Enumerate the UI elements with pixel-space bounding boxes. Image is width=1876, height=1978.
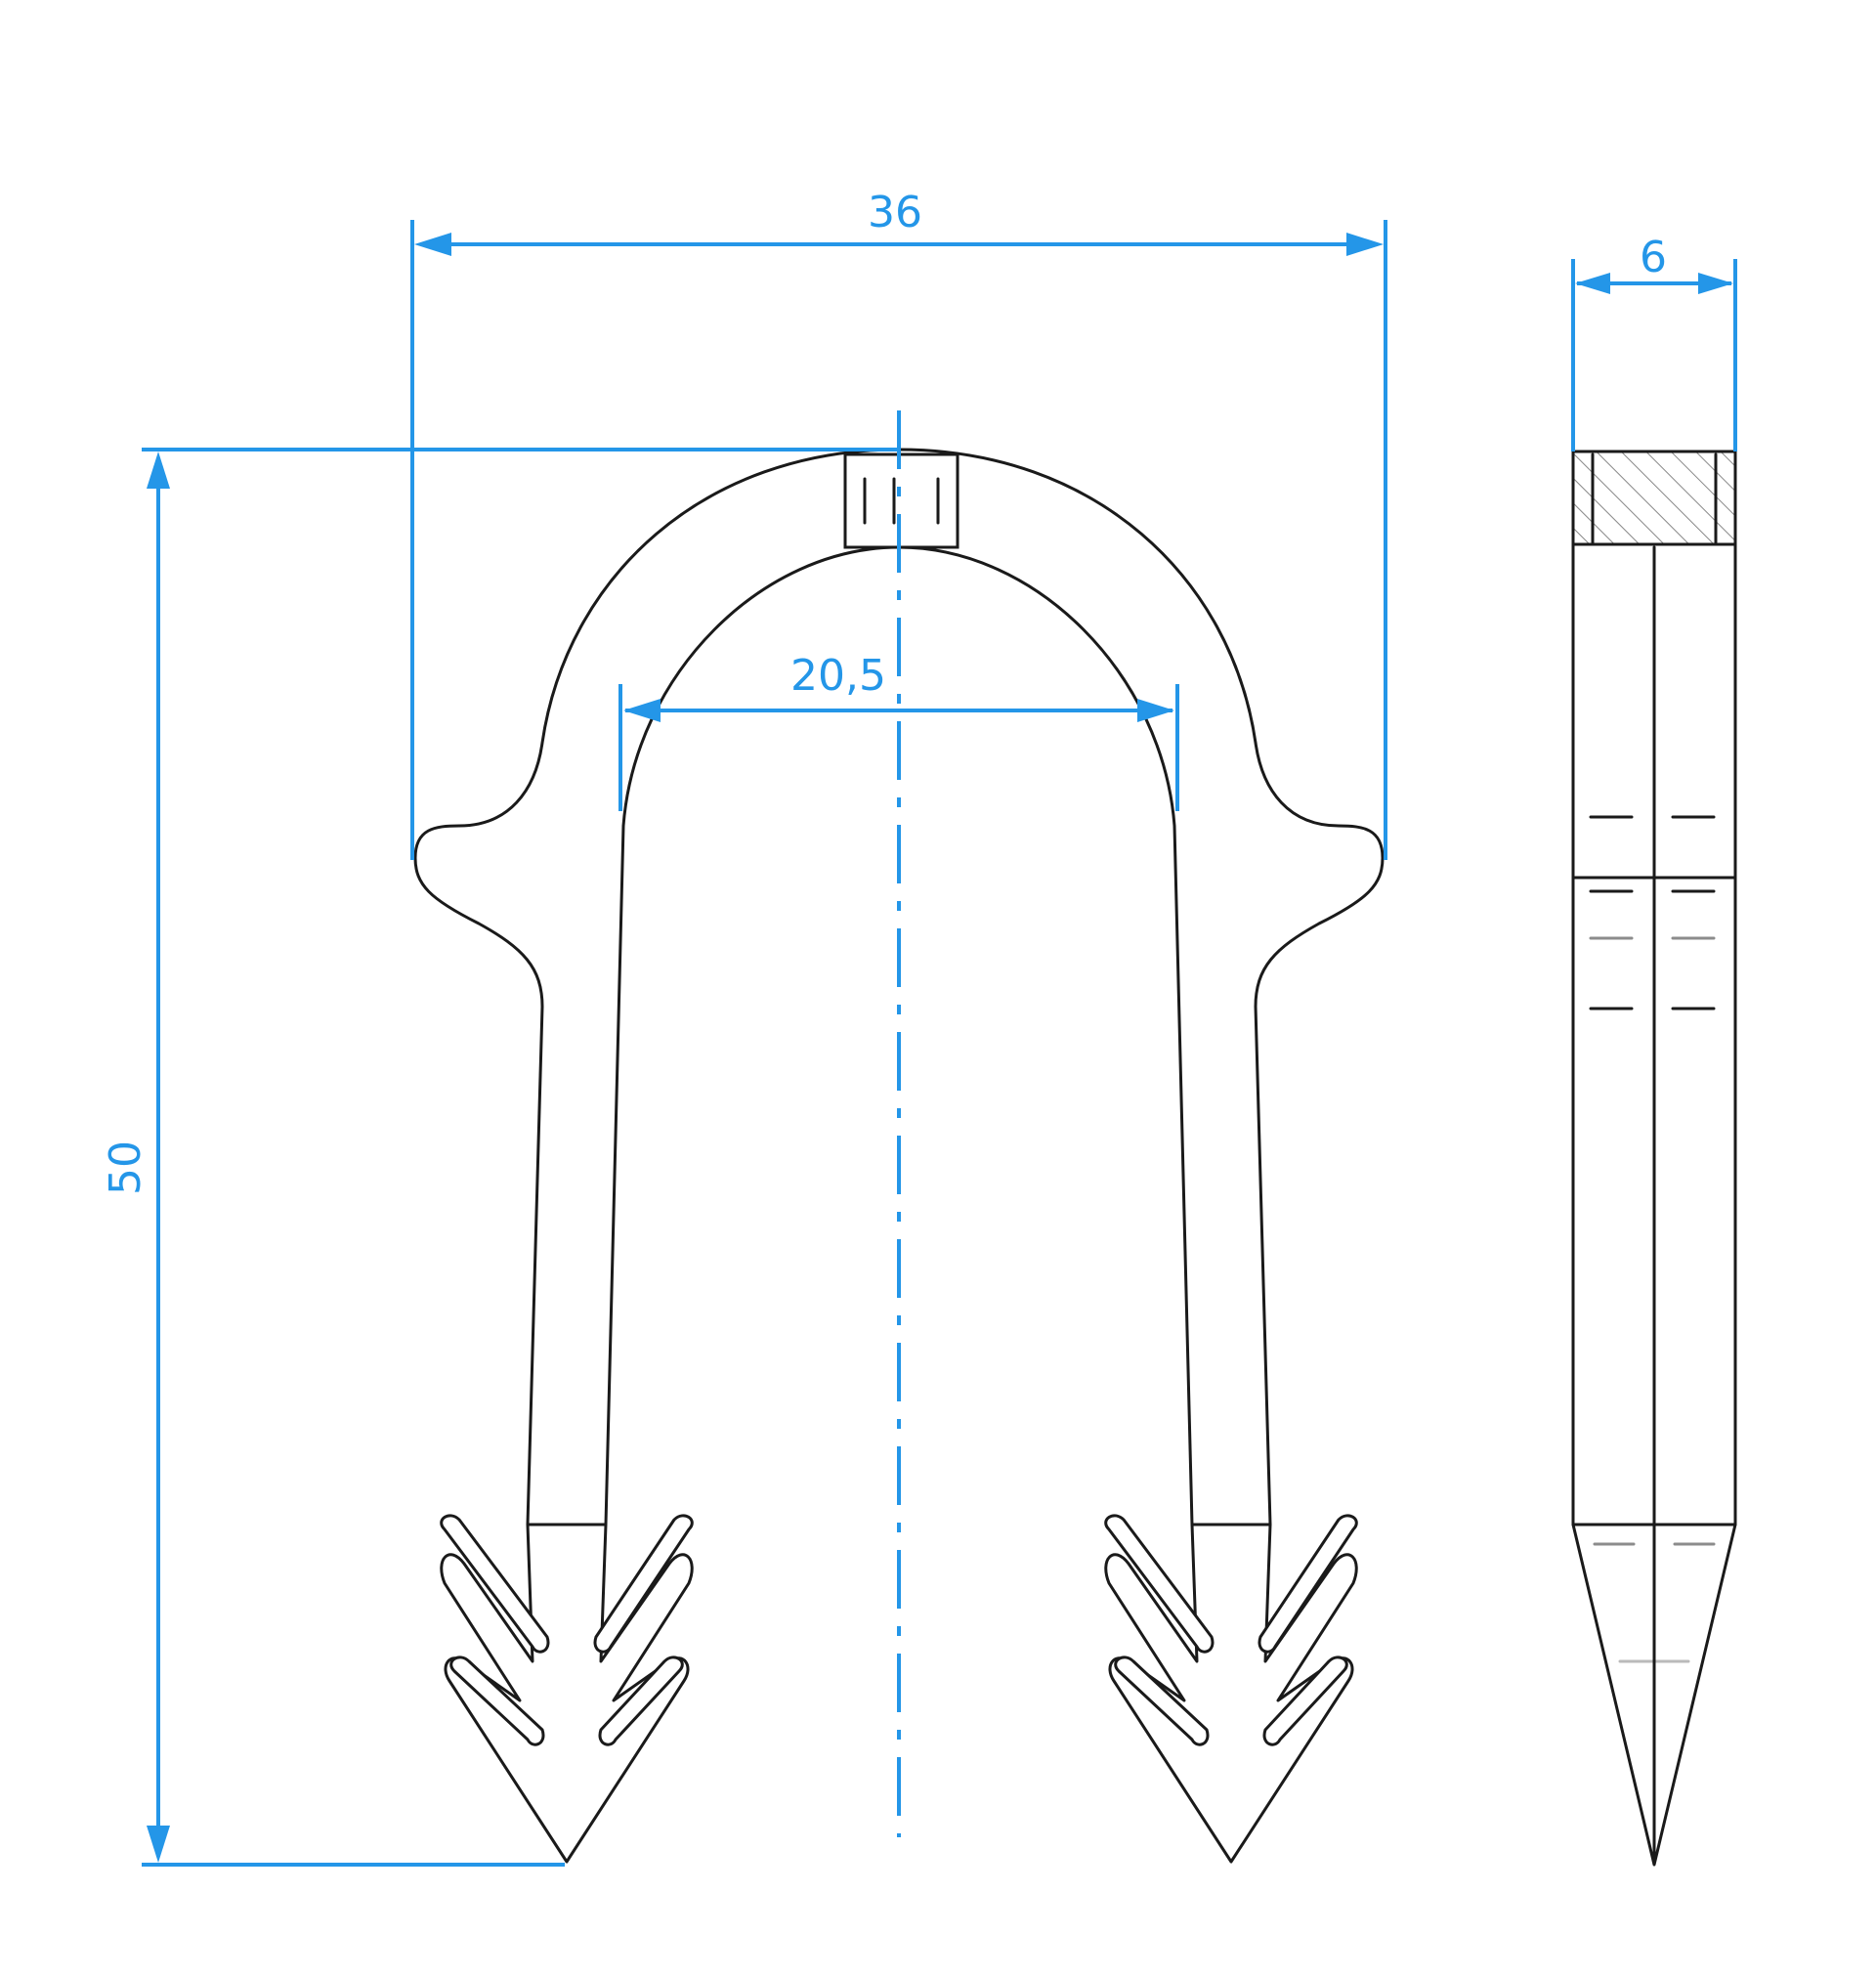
right-barb-arrowhead — [1104, 1514, 1358, 1864]
left-barb-slot-lower-l — [449, 1656, 545, 1746]
side-top-section-hatched — [1571, 450, 1737, 546]
left-arrowhead-outline — [440, 1523, 694, 1864]
clip-front-view — [413, 410, 1385, 1864]
side-marking-dashes — [1589, 815, 1716, 1010]
dimension-inner-width: 20,5 — [618, 651, 1179, 811]
right-barb-slot-lower-l — [1114, 1656, 1210, 1746]
clip-side-view — [1571, 450, 1737, 1867]
right-barb-slot-lower-r — [1262, 1656, 1348, 1746]
side-thickness-label: 6 — [1640, 233, 1667, 282]
inner-arrow-left — [623, 699, 661, 722]
dimension-overall-width: 36 — [410, 188, 1387, 860]
overall-width-label: 36 — [868, 188, 922, 237]
inner-width-label: 20,5 — [790, 651, 886, 701]
right-barb-slot-upper-r — [1258, 1514, 1358, 1654]
height-arrow-top — [147, 452, 170, 489]
thickness-arrow-right — [1698, 273, 1733, 294]
left-barb-slot-upper-l — [440, 1514, 550, 1654]
dimension-overall-height: 50 — [101, 448, 899, 1867]
top-marking-box — [843, 452, 959, 549]
dimension-side-thickness: 6 — [1571, 233, 1737, 452]
left-barb-arrowhead — [440, 1514, 694, 1864]
height-arrow-bottom — [147, 1826, 170, 1863]
overall-height-label: 50 — [101, 1140, 150, 1195]
arrow-left — [414, 233, 451, 256]
thickness-arrow-left — [1575, 273, 1610, 294]
left-barb-slot-upper-r — [593, 1514, 694, 1654]
right-arrowhead-outline — [1104, 1523, 1358, 1864]
right-barb-slot-upper-l — [1104, 1514, 1215, 1654]
left-barb-slot-lower-r — [598, 1656, 684, 1746]
inner-arrow-right — [1137, 699, 1174, 722]
arrow-right — [1346, 233, 1384, 256]
